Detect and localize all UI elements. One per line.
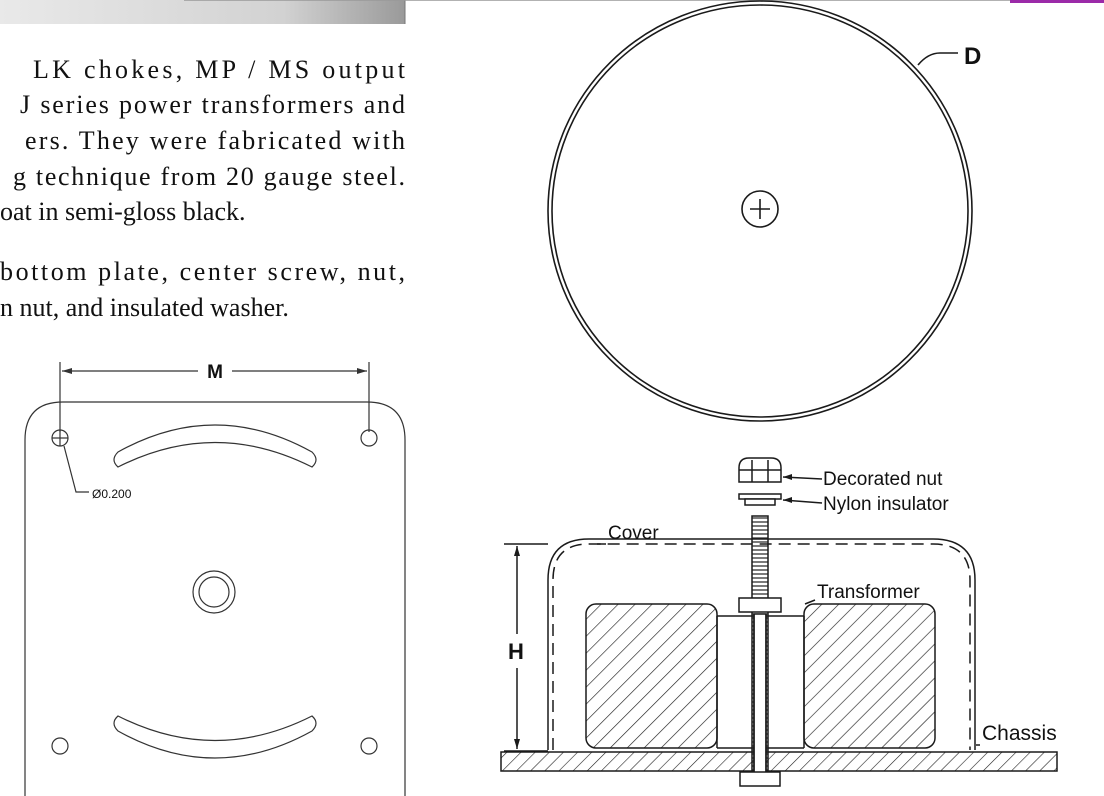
cover-outer-circle [547, 0, 973, 422]
body-line-3: ers. They were fabricated with [25, 126, 405, 155]
cross-section-diagram [500, 457, 1058, 787]
center-hole-outer [192, 570, 236, 614]
cover-label: Cover [608, 523, 659, 544]
accent-tab [1010, 0, 1104, 3]
body-line-7: n nut, and insulated washer. [0, 293, 289, 322]
dimension-h-arrow-bottom [514, 739, 520, 749]
transformer-label: Transformer [817, 582, 920, 603]
dimension-d-leader [917, 52, 958, 66]
center-hole-inner [198, 576, 230, 608]
mounting-hole-top-right [360, 429, 378, 447]
slot-top [113, 424, 317, 468]
screw-head [739, 771, 781, 787]
cropped-photo-strip [0, 0, 1104, 24]
mounting-hole-bottom-left [51, 737, 69, 755]
body-line-4: g technique from 20 gauge steel. [13, 162, 405, 191]
hole-leader [63, 445, 89, 493]
dimension-m-label: M [207, 362, 223, 383]
chassis-plate [500, 751, 1058, 772]
dimension-m-arrow-left [62, 368, 72, 374]
body-line-2: J series power transformers and [20, 90, 405, 119]
dimension-h-label: H [508, 639, 524, 664]
bottom-plate-diagram [24, 362, 406, 796]
dimension-h-arrow-top [514, 546, 520, 556]
cover-top-view [547, 0, 973, 422]
body-line-5: oat in semi-gloss black. [0, 197, 246, 226]
hole-diameter-label: Ø0.200 [92, 487, 132, 501]
body-text: LK chokes, MP / MS output J series power… [0, 55, 406, 322]
dimension-d-label: D [964, 43, 981, 70]
clamp-nut [738, 597, 782, 613]
body-line-6: bottom plate, center screw, nut, [0, 257, 405, 286]
nylon-insulator-label: Nylon insulator [823, 494, 949, 515]
chassis-label: Chassis [982, 722, 1057, 745]
dimension-m-arrow-right [357, 368, 367, 374]
transformer-core-right [803, 603, 936, 749]
transformer-core-left [585, 603, 718, 749]
mounting-hole-bottom-right [360, 737, 378, 755]
slot-bottom [113, 715, 317, 759]
body-line-1: LK chokes, MP / MS output [33, 55, 406, 84]
transformer-leader [804, 599, 816, 605]
plate-outline [24, 401, 406, 796]
cover-inner-circle [551, 4, 969, 418]
decorated-nut-label: Decorated nut [823, 469, 943, 490]
center-mark-icon [741, 190, 779, 228]
